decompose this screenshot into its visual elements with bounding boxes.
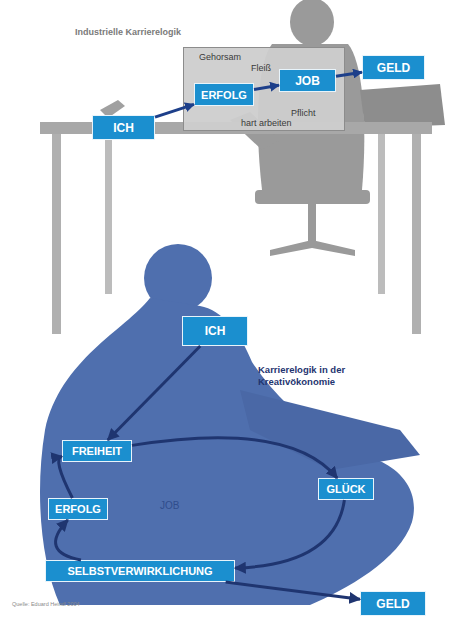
process-box: ERFOLG [48,498,108,520]
node-text: SELBSTVERWIRKLICHUNG [67,565,212,577]
node-text: ERFOLG [55,503,101,515]
node-text: ICH [205,324,226,338]
node-text: JOB [295,74,320,88]
chair-base [270,240,355,256]
laptop [240,390,420,470]
flow-arrow [59,456,73,498]
node-text: GELD [376,597,409,611]
node-text: GELD [377,61,410,75]
node-text: GLÜCK [326,483,365,495]
process-box: ERFOLG [194,83,254,106]
flow-arrow [56,520,81,560]
value-word: Pflicht [291,108,316,118]
process-box: ICH [92,115,155,140]
process-box: GLÜCK [318,478,374,500]
process-box: GELD [360,591,426,616]
process-box: SELBSTVERWIRKLICHUNG [45,560,235,582]
desk-leg [378,134,385,294]
values-panel: GehorsamFleißPflichthart arbeiten ERFOLG J… [183,47,345,131]
area-label: JOB [160,500,200,513]
node-text: ICH [113,121,134,135]
desk-leg [412,134,421,334]
node-text: FREIHEIT [72,445,122,457]
process-box: GELD [362,55,425,80]
section-title: Industrielle Karrierelogik [75,27,245,38]
monitor [360,84,445,128]
flow-arrow [235,500,344,568]
process-box: JOB [279,69,336,92]
chair-post [308,204,316,244]
chair-seat [255,190,370,204]
value-word: hart arbeiten [241,118,292,128]
process-box: ICH [182,316,248,346]
source-note: Quelle: Eduard Heindl 2004 [12,601,172,608]
process-box: FREIHEIT [62,440,132,462]
value-word: Fleiß [251,63,271,73]
node-text: ERFOLG [201,89,247,101]
value-word: Gehorsam [199,52,241,62]
flow-arrow [108,346,200,440]
desk-leg [105,134,112,294]
section-title: Karrierelogik in der Kreativökonomie [258,364,378,388]
flow-arrow [132,438,337,478]
person-head [290,0,334,46]
flow-arrow [226,582,360,599]
desk-leg [52,134,61,334]
